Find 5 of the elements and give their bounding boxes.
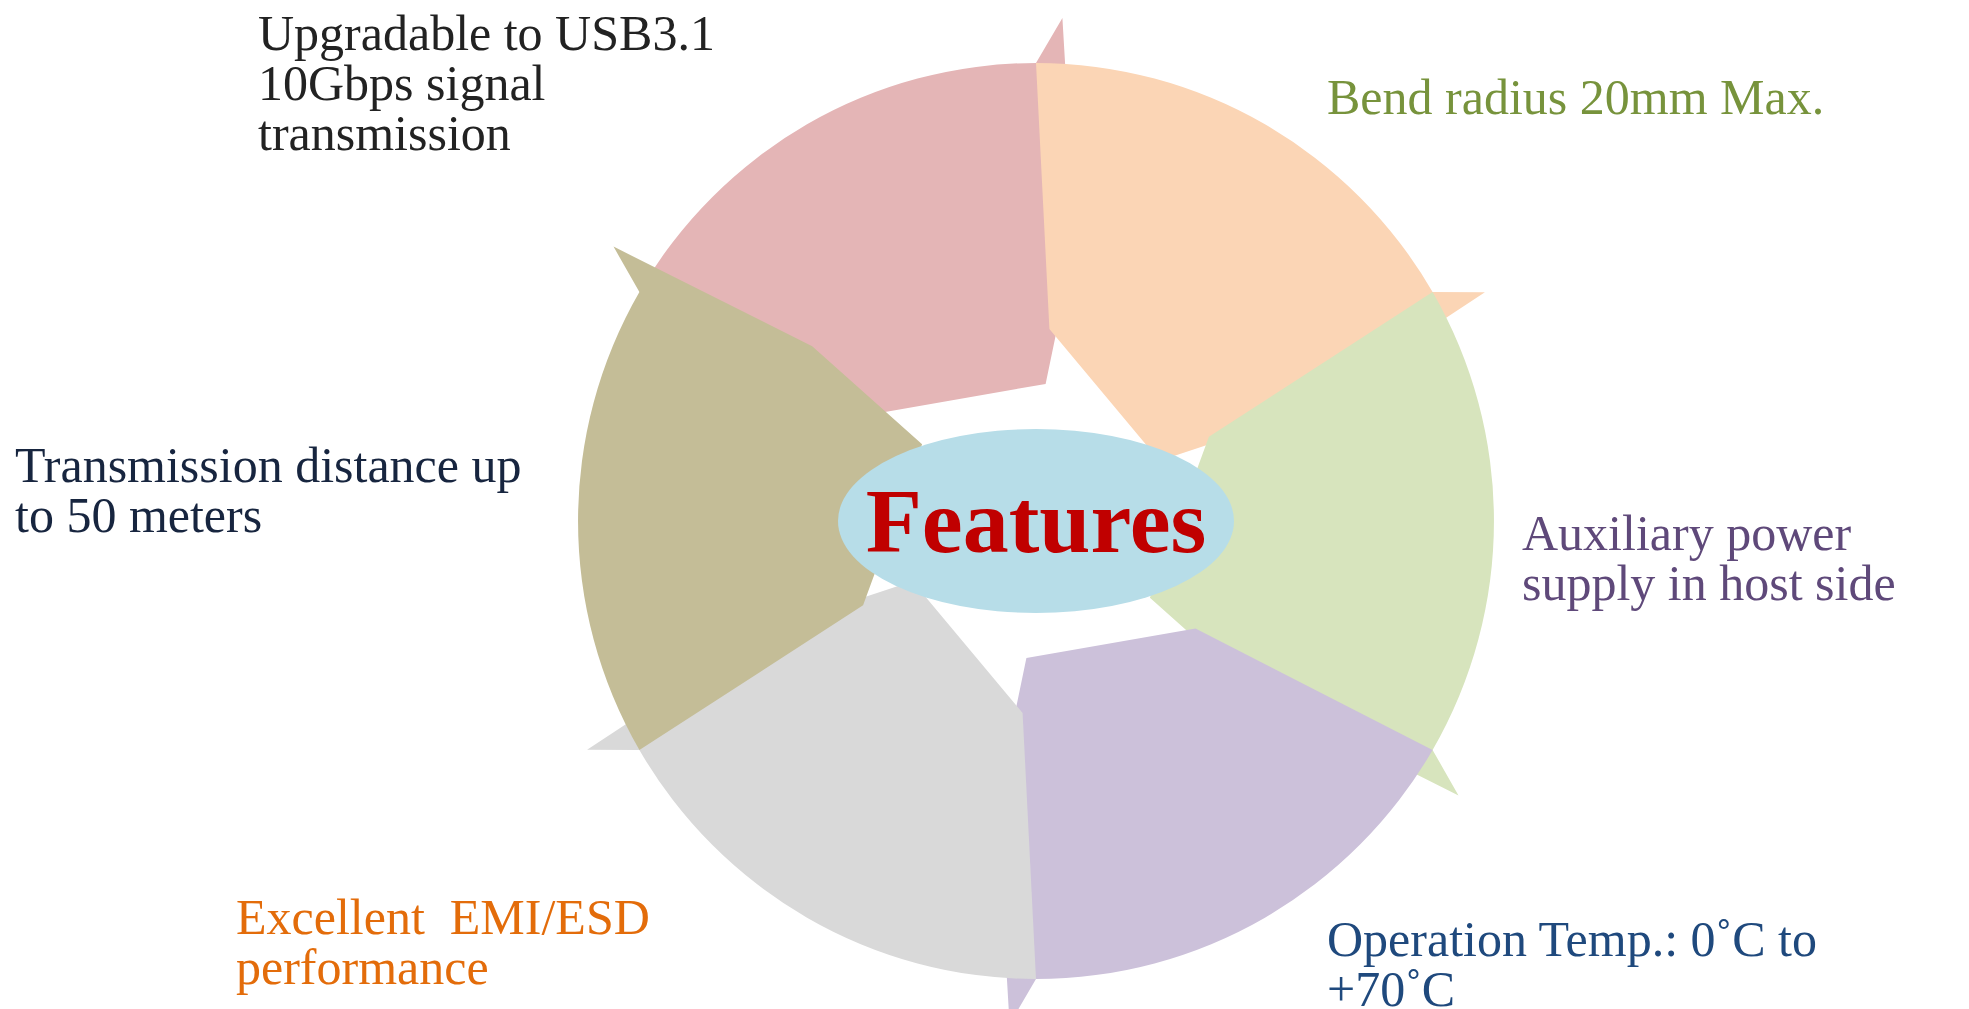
feature-text: Bend radius 20mm Max.	[1327, 72, 1826, 122]
feature-text: Operation Temp.: 0˚C to +70˚C	[1327, 914, 1818, 1009]
feature-text: Transmission distance up to 50 meters	[15, 440, 523, 540]
feature-text: Upgradable to USB3.1 10Gbps signal transmission	[258, 8, 716, 158]
center-title: Features	[865, 475, 1207, 567]
